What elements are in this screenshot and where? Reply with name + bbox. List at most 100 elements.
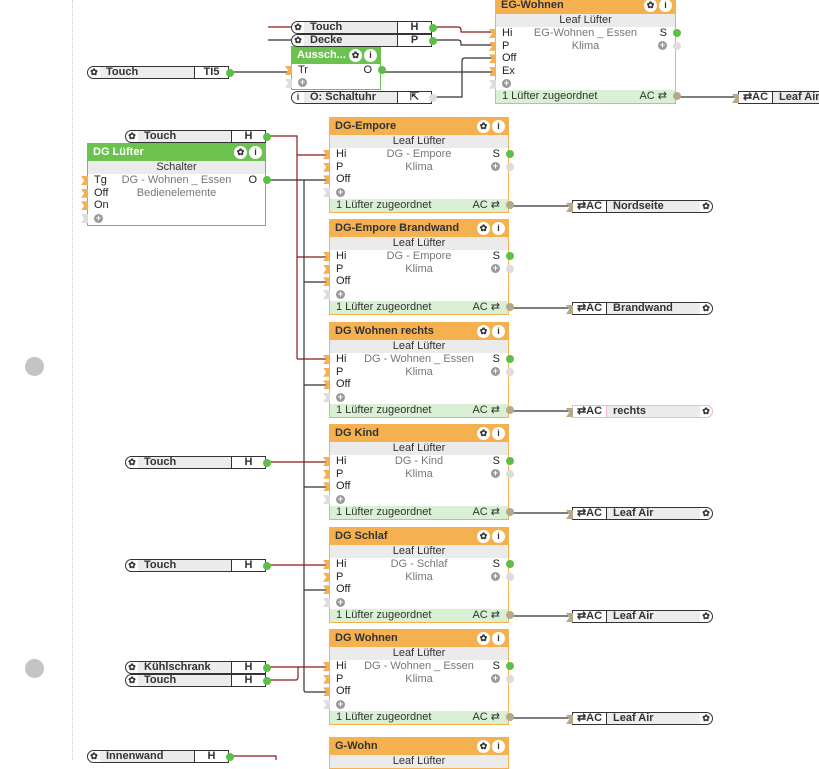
input-port[interactable] <box>323 572 330 582</box>
input-port[interactable] <box>323 662 330 671</box>
gear-icon[interactable]: ✿ <box>702 713 710 723</box>
ac-output-port[interactable] <box>506 507 514 516</box>
ac-output-port[interactable] <box>506 302 514 311</box>
output-port[interactable] <box>226 69 234 77</box>
block-title-bar[interactable]: DG Schlaf✿i <box>330 528 508 545</box>
gear-icon[interactable]: ✿ <box>294 35 302 45</box>
input-port[interactable] <box>323 674 330 684</box>
page-marker[interactable] <box>25 659 44 678</box>
info-icon[interactable]: i <box>492 632 505 645</box>
input-port[interactable] <box>323 469 330 479</box>
add-output-port[interactable] <box>506 264 514 273</box>
output-port[interactable] <box>506 560 514 568</box>
gear-icon[interactable]: ✿ <box>702 508 710 518</box>
plus-icon[interactable]: + <box>491 161 500 172</box>
add-input-port[interactable] <box>81 214 88 224</box>
plus-icon[interactable]: + <box>94 212 103 223</box>
input-port[interactable] <box>566 715 573 724</box>
wire[interactable] <box>231 755 277 760</box>
gear-icon[interactable]: ✿ <box>90 751 98 761</box>
add-input-port[interactable] <box>323 598 330 608</box>
plus-icon[interactable]: + <box>491 366 500 377</box>
add-input[interactable]: + <box>336 186 345 199</box>
block-title-bar[interactable]: G-Wohn✿i <box>330 738 508 755</box>
input-port[interactable] <box>489 67 496 77</box>
add-output-port[interactable] <box>506 674 514 683</box>
input-port[interactable] <box>323 355 330 364</box>
plus-icon[interactable]: + <box>336 391 345 402</box>
add-output-port[interactable] <box>673 41 681 50</box>
gear-icon[interactable]: ✿ <box>477 222 490 235</box>
input-port[interactable] <box>566 408 573 417</box>
input-port[interactable] <box>323 380 330 390</box>
ac-output-port[interactable] <box>506 405 514 414</box>
input-port[interactable] <box>81 201 88 211</box>
gear-icon[interactable]: ✿ <box>234 146 247 159</box>
output-port[interactable] <box>506 252 514 260</box>
input-port[interactable] <box>323 252 330 261</box>
gear-icon[interactable]: ✿ <box>128 131 136 141</box>
add-output[interactable]: + <box>658 40 667 53</box>
input-port[interactable] <box>323 457 330 466</box>
output-port[interactable] <box>263 677 271 685</box>
add-input-port[interactable] <box>285 78 292 88</box>
wire[interactable] <box>434 57 495 98</box>
input-port[interactable] <box>323 175 330 185</box>
gear-icon[interactable]: ✿ <box>702 611 710 621</box>
info-icon[interactable]: i <box>492 120 505 133</box>
gear-icon[interactable]: ✿ <box>128 457 136 467</box>
add-output-port[interactable] <box>506 367 514 376</box>
input-port[interactable] <box>489 54 496 64</box>
info-icon[interactable]: i <box>492 325 505 338</box>
input-port[interactable] <box>323 482 330 492</box>
output-port[interactable] <box>378 66 386 74</box>
gear-icon[interactable]: ✿ <box>349 49 362 62</box>
output-port[interactable] <box>506 150 514 158</box>
gear-icon[interactable]: ✿ <box>477 740 490 753</box>
page-marker[interactable] <box>25 357 44 376</box>
add-output-port[interactable] <box>506 572 514 581</box>
plus-icon[interactable]: + <box>336 698 345 709</box>
input-port[interactable] <box>285 66 292 75</box>
block-title-bar[interactable]: DG Wohnen rechts✿i <box>330 323 508 340</box>
block-title-bar[interactable]: DG Wohnen✿i <box>330 630 508 647</box>
wire[interactable] <box>268 667 299 681</box>
output-port[interactable] <box>673 29 681 37</box>
ac-output-port[interactable] <box>506 610 514 619</box>
input-port[interactable] <box>566 613 573 622</box>
gear-icon[interactable]: ✿ <box>477 530 490 543</box>
wire[interactable] <box>268 135 298 359</box>
add-input[interactable]: + <box>298 77 307 90</box>
input-port[interactable] <box>323 277 330 287</box>
info-icon[interactable]: i <box>249 146 262 159</box>
input-port[interactable] <box>323 150 330 159</box>
gear-icon[interactable]: ✿ <box>128 560 136 570</box>
output-port[interactable] <box>263 133 271 141</box>
add-output-port[interactable] <box>506 162 514 171</box>
gear-icon[interactable]: ✿ <box>128 662 136 672</box>
gear-icon[interactable]: ✿ <box>477 632 490 645</box>
gear-icon[interactable]: ✿ <box>128 675 136 685</box>
gear-icon[interactable]: ✿ <box>477 427 490 440</box>
add-input[interactable]: + <box>502 78 511 91</box>
add-input[interactable]: + <box>336 698 345 711</box>
input-port[interactable] <box>323 367 330 377</box>
